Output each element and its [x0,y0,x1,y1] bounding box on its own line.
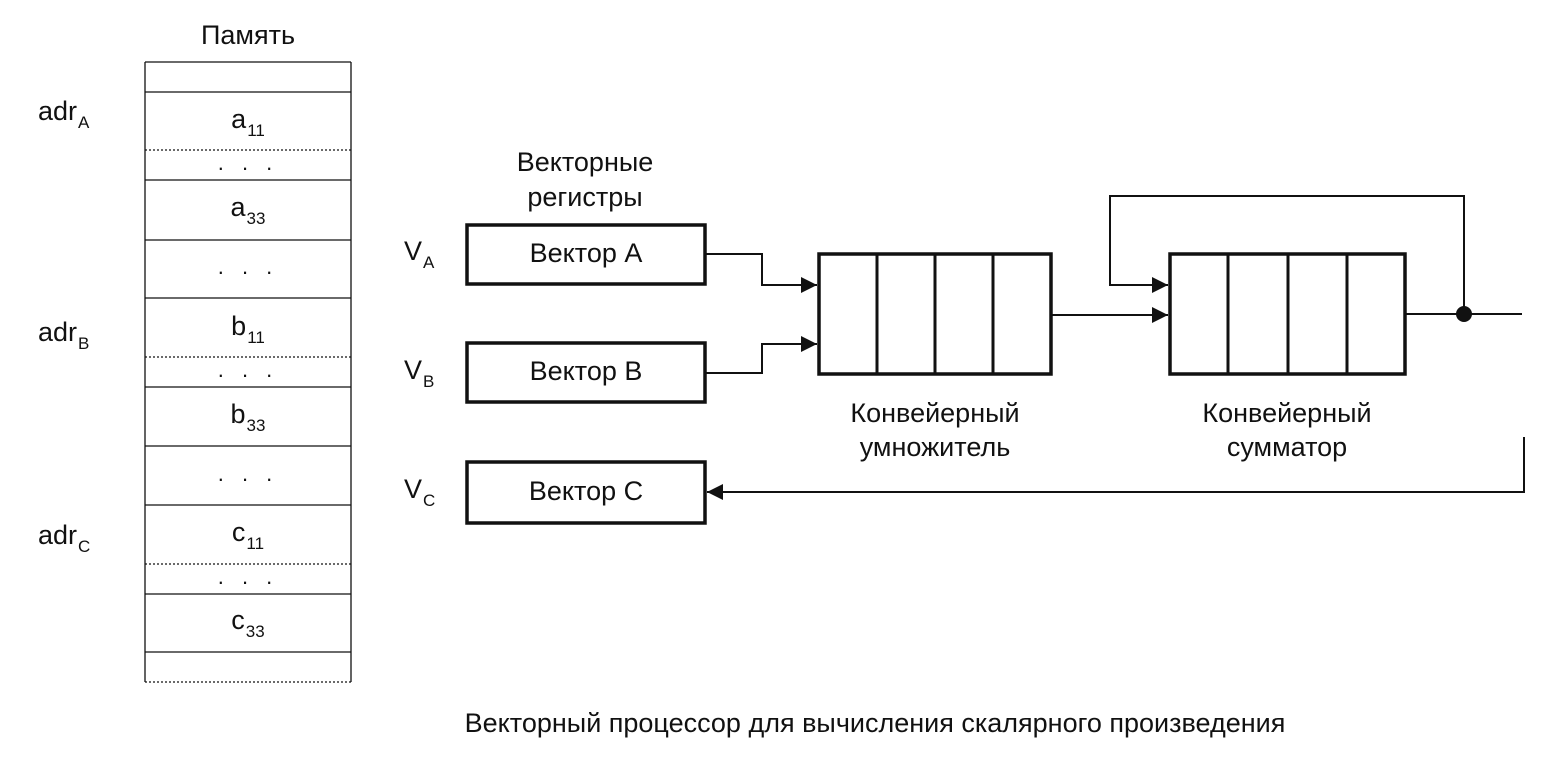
register-a-text: Вектор A [529,238,643,268]
memory-cell-b11: b11 [145,311,351,347]
register-label-b: VB [404,355,434,391]
address-label-sub: A [78,113,90,132]
memory-cell-main: c [231,605,245,635]
wire-b-to-multiplier [705,336,817,374]
memory-column [144,61,352,683]
memory-cell-main: a [230,192,246,222]
register-label-sub: C [423,491,436,510]
register-c-box [465,460,707,525]
address-label-b: adrB [38,317,89,353]
address-label-c: adrC [38,520,90,556]
memory-title: Память [200,20,296,50]
address-label-main: adr [38,520,78,550]
register-label-sub: A [423,253,435,272]
memory-cell-b33: b33 [145,399,351,435]
register-label-c: VC [404,474,435,510]
address-label-a: adrA [38,96,89,132]
memory-cell-ellipsis: . . . [217,461,279,486]
adder-label-line1: Конвейерный [1202,398,1372,428]
memory-cell-main: c [231,517,246,547]
memory-cell-sub: 33 [246,209,266,228]
figure-caption: Векторный процессор для вычисления скаля… [464,708,1286,738]
register-label-a: VA [404,236,434,272]
memory-cell-main: b [230,399,246,429]
address-label-sub: B [78,334,90,353]
registers-title-line1: Векторные [516,147,654,177]
register-label-main: V [404,236,423,266]
adder-pipeline [1168,252,1407,376]
memory-cell-a11: a11 [145,104,351,140]
feedback-junction-dot [1456,306,1472,322]
connections [705,195,1525,500]
memory-cell-sub: 33 [245,622,265,641]
memory-cell-ellipsis: . . . [217,357,279,382]
multiplier-label-line2: умножитель [859,432,1011,462]
register-label-main: V [404,355,423,385]
memory-cell-sub: 11 [247,121,265,140]
multiplier-label-line1: Конвейерный [850,398,1020,428]
memory-cell-ellipsis: . . . [217,564,279,589]
registers-title-line2: регистры [527,182,643,212]
multiplier-pipeline [817,252,1053,376]
address-label-main: adr [38,96,78,126]
address-label-main: adr [38,317,78,347]
memory-cell-a33: a33 [145,192,351,228]
register-label-sub: B [423,372,435,391]
adder-label-line2: сумматор [1226,432,1348,462]
memory-cell-sub: 11 [247,328,265,347]
memory-cell-ellipsis: . . . [217,150,279,175]
wire-feedback-loop [1109,195,1465,314]
memory-cell-main: a [231,104,247,134]
memory-cell-sub: 33 [246,416,266,435]
memory-cell-main: b [231,311,247,341]
wire-a-to-multiplier [705,253,817,293]
register-label-main: V [404,474,423,504]
memory-cell-c11: c11 [145,517,351,553]
wire-return-to-c [707,437,1525,500]
memory-cell-c33: c33 [145,605,351,641]
memory-cell-ellipsis: . . . [217,254,279,279]
register-b-text: Вектор B [529,356,643,386]
register-c-text: Вектор C [528,476,644,506]
memory-cell-sub: 11 [246,534,265,553]
address-label-sub: C [78,537,91,556]
